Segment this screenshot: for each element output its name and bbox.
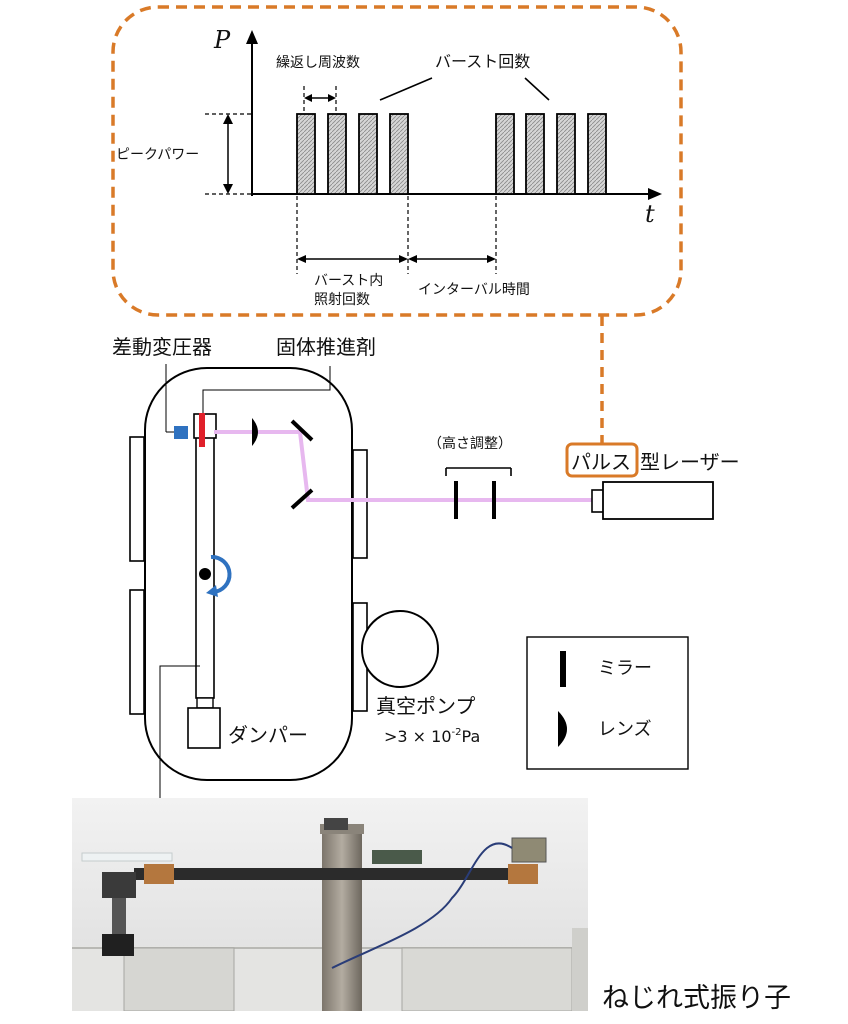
solid-propellant-target [199, 413, 205, 447]
legend-mirror-icon [560, 651, 566, 687]
photo-cabinet-left [123, 947, 235, 1011]
rotation-arrow [210, 554, 232, 594]
photo-damper-base [102, 934, 134, 956]
photo-cabinet-mid [401, 947, 573, 1011]
photo-top-fixture [324, 818, 348, 830]
pulse-bar [389, 113, 409, 195]
pulse-laser-body [602, 481, 714, 520]
photo-damper-stand [112, 898, 126, 934]
height-adjust-mirror-1 [454, 481, 458, 519]
rep-freq-arrowhead-left [304, 94, 312, 102]
pulse-bar [495, 113, 515, 195]
pendulum-arm-end-1 [196, 697, 214, 709]
pressure-unit: Pa [462, 727, 481, 746]
damper-label: ダンパー [228, 723, 308, 747]
laser-beam-path [214, 430, 600, 502]
callout-border [111, 5, 683, 317]
burst-shots-label-line2: 照射回数 [314, 292, 370, 308]
legend-lens-icon [558, 711, 567, 747]
interval-arrowhead-left [408, 255, 417, 263]
burst-count-pointer-left [379, 77, 433, 101]
vacuum-pump-label: 真空ポンプ [376, 694, 475, 718]
apparatus-schematic: （高さ調整） パルス 型レーザー 差動変圧器 固体推進剤 ダンパー 真空ポンプ … [112, 335, 740, 800]
chamber-window-left-upper [129, 436, 145, 562]
differential-transformer-sensor [174, 426, 188, 439]
pressure-prefix: >3 × 10 [384, 727, 452, 746]
height-adjust-mirror-2 [492, 481, 496, 519]
peak-power-arrowhead-top [223, 114, 233, 124]
photo-pendulum-beam [134, 868, 534, 880]
burst-shots-arrowhead-right [399, 255, 408, 263]
burst-shots-label-line1: バースト内 [314, 273, 383, 289]
laser-pulse-highlight-box [565, 442, 639, 478]
pressure-label: >3 × 10-2Pa [384, 727, 480, 746]
laser-label-pulse: パルス [571, 450, 631, 474]
legend-lens-label: レンズ [598, 719, 652, 740]
rep-freq-arrowhead-right [328, 94, 336, 102]
chamber-window-right-upper [352, 449, 368, 559]
peak-power-label: ピークパワー [116, 147, 199, 163]
pendulum-arm [195, 429, 215, 699]
peak-power-arrowhead-bottom [223, 184, 233, 194]
photo-central-post [322, 828, 362, 1011]
pulse-bar [556, 113, 576, 195]
photo-circuit-board [372, 850, 422, 864]
pulse-bar [296, 113, 316, 195]
differential-transformer-label: 差動変圧器 [112, 335, 212, 359]
pulse-bar [327, 113, 347, 195]
burst-shots-arrowhead-left [297, 255, 306, 263]
rep-freq-label: 繰返し周波数 [276, 55, 360, 71]
pulse-bar [587, 113, 607, 195]
t-axis-label: t [645, 200, 655, 228]
p-axis-arrowhead [246, 30, 258, 44]
burst-count-label: バースト回数 [435, 52, 530, 71]
focus-lens [252, 418, 258, 446]
photo-leader-line [159, 665, 200, 800]
interval-arrowhead-right [487, 255, 496, 263]
legend: ミラー レンズ [526, 636, 689, 770]
vacuum-pump [361, 610, 439, 688]
torsion-pendulum-photo [72, 798, 588, 1011]
photo-damper-assembly [102, 872, 136, 898]
damper-block [187, 707, 221, 749]
interval-label: インターバル時間 [418, 282, 530, 298]
photo-cable [331, 842, 513, 969]
photo-sensor-block [511, 837, 547, 863]
pulse-timing-callout: P t ピークパワー 繰返し周波数 バースト回数 [111, 5, 683, 444]
legend-box [526, 636, 689, 770]
t-axis-arrowhead [648, 188, 662, 200]
photo-beam-clamp-right [508, 864, 538, 884]
solid-propellant-label: 固体推進剤 [276, 335, 376, 359]
photo-caption: ねじれ式振り子 [602, 983, 791, 1014]
chamber-window-left-lower [129, 589, 145, 715]
p-axis-label: P [213, 26, 231, 54]
photo-acrylic-plate [81, 852, 173, 862]
burst-count-pointer-right [524, 77, 550, 101]
propellant-leader-line [202, 366, 331, 413]
photo-rail-right [572, 928, 588, 1011]
pulse-bar [358, 113, 378, 195]
laser-label-type: 型レーザー [640, 450, 740, 474]
pulse-bar [525, 113, 545, 195]
legend-mirror-label: ミラー [598, 658, 652, 679]
height-adjust-label: （高さ調整） [428, 435, 512, 452]
pressure-exponent: -2 [452, 727, 462, 738]
vacuum-chamber [144, 367, 353, 781]
pendulum-pivot [199, 568, 211, 580]
photo-beam-clamp-left [144, 864, 174, 884]
rotation-arrowhead [206, 585, 218, 597]
mirror-upper [290, 419, 314, 442]
mirror-lower [290, 488, 314, 510]
